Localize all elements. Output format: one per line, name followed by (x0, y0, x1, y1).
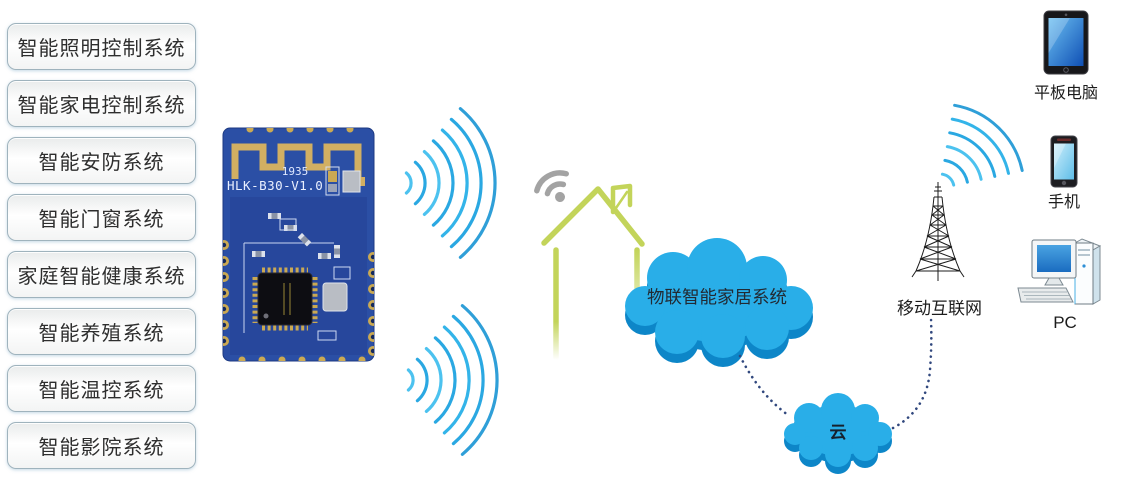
phone-icon (1050, 135, 1078, 188)
system-box-thermostat: 智能温控系统 (7, 365, 196, 412)
main-cloud-icon (625, 238, 813, 367)
wifi-module-image: 1935 HLK-B30-V1.0 (222, 127, 375, 362)
tablet-icon (1043, 10, 1089, 75)
antenna-trace (231, 143, 362, 179)
system-box-label: 智能家电控制系统 (17, 95, 186, 117)
system-box-door-window: 智能门窗系统 (7, 194, 196, 241)
small-cloud-icon (784, 393, 892, 474)
tower-label: 移动互联网 (897, 299, 982, 318)
system-box-appliance: 智能家电控制系统 (7, 80, 196, 127)
system-box-lighting: 智能照明控制系统 (7, 23, 196, 70)
system-box-label: 智能安防系统 (38, 152, 165, 174)
main-cloud-label: 物联智能家居系统 (647, 287, 787, 307)
system-box-health: 家庭智能健康系统 (7, 251, 196, 298)
pc-label: PC (1053, 313, 1077, 332)
radio-tower-icon (911, 182, 965, 281)
wifi-waves-top-icon (404, 107, 497, 259)
house-icon (541, 183, 645, 361)
system-box-breeding: 智能养殖系统 (7, 308, 196, 355)
tablet-label: 平板电脑 (1033, 85, 1098, 102)
phone-label: 手机 (1047, 194, 1080, 211)
system-box-label: 智能照明控制系统 (17, 38, 186, 60)
main-chip (252, 267, 318, 331)
system-box-label: 智能养殖系统 (38, 323, 165, 345)
module-model-text: HLK-B30-V1.0 (227, 178, 323, 193)
pc-icon (1017, 238, 1102, 305)
castellated-pads (223, 128, 374, 361)
system-box-cinema: 智能影院系统 (7, 422, 196, 469)
module-date-code: 1935 (282, 165, 309, 178)
smd-components (252, 213, 351, 341)
small-cloud-label: 云 (829, 423, 847, 442)
system-box-label: 家庭智能健康系统 (17, 266, 186, 288)
system-box-security: 智能安防系统 (7, 137, 196, 184)
system-box-label: 智能温控系统 (38, 380, 165, 402)
home-wifi-icon (534, 170, 569, 202)
system-box-label: 智能门窗系统 (38, 209, 165, 231)
tower-wifi-waves-icon (940, 103, 1024, 187)
dotted-connector-lines (738, 316, 933, 430)
crystal-oscillator (322, 282, 348, 312)
wifi-waves-bottom-icon (406, 304, 499, 456)
system-box-label: 智能影院系统 (38, 437, 165, 459)
